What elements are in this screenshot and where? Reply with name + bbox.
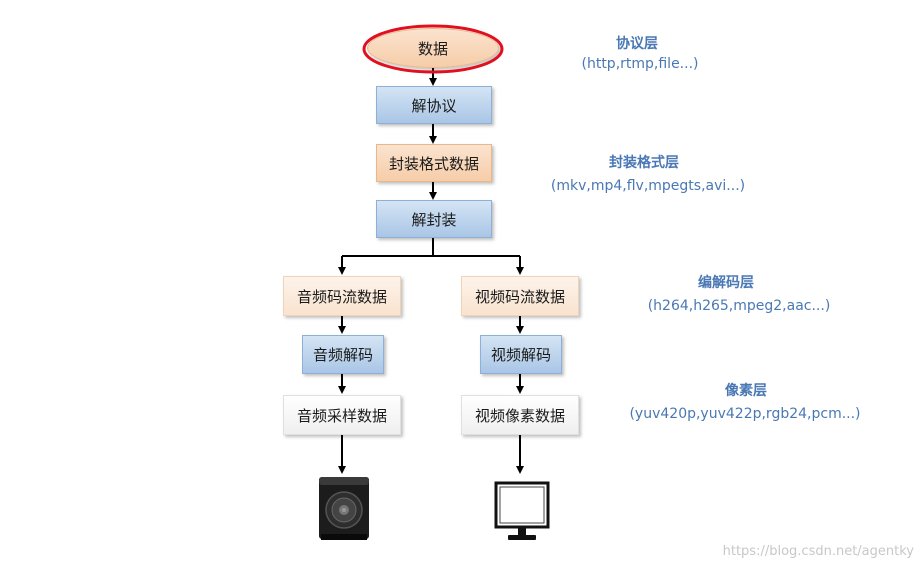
speaker-icon	[319, 477, 369, 540]
data-node-label: 数据	[417, 39, 448, 58]
pixel-layer-title: 像素层	[725, 383, 767, 399]
demux-label: 解封装	[411, 210, 457, 229]
protocol-layer-title: 协议层	[616, 36, 658, 52]
demux-node: 解封装	[376, 200, 492, 238]
container-data-label: 封装格式数据	[388, 154, 479, 173]
audio-stream-label: 音频码流数据	[296, 287, 387, 306]
audio-decode-node: 音频解码	[302, 335, 384, 374]
container-layer-title: 封装格式层	[609, 155, 679, 171]
watermark: https://blog.csdn.net/agentky	[722, 544, 914, 559]
deprotocol-label: 解协议	[411, 96, 457, 115]
highlight-ring	[362, 24, 504, 74]
container-data-node: 封装格式数据	[376, 144, 492, 182]
container-layer-sub: (mkv,mp4,flv,mpegts,avi...)	[550, 178, 746, 194]
audio-sample-node: 音频采样数据	[283, 395, 401, 435]
video-pixel-label: 视频像素数据	[474, 406, 565, 425]
deprotocol-node: 解协议	[376, 86, 492, 124]
protocol-layer-sub: (http,rtmp,file...)	[581, 56, 699, 72]
audio-decode-label: 音频解码	[312, 346, 373, 364]
video-stream-node: 视频码流数据	[461, 276, 579, 316]
audio-stream-node: 音频码流数据	[283, 276, 401, 316]
codec-layer-title: 编解码层	[698, 275, 754, 291]
pixel-layer-sub: (yuv420p,yuv422p,rgb24,pcm...)	[629, 406, 861, 422]
video-decode-label: 视频解码	[490, 346, 551, 364]
monitor-icon	[494, 481, 550, 540]
data-node: 数据	[367, 28, 499, 68]
video-stream-label: 视频码流数据	[474, 287, 565, 306]
audio-sample-label: 音频采样数据	[296, 406, 387, 425]
codec-layer-sub: (h264,h265,mpeg2,aac...)	[647, 298, 831, 314]
video-pixel-node: 视频像素数据	[461, 395, 579, 435]
video-decode-node: 视频解码	[480, 335, 562, 374]
